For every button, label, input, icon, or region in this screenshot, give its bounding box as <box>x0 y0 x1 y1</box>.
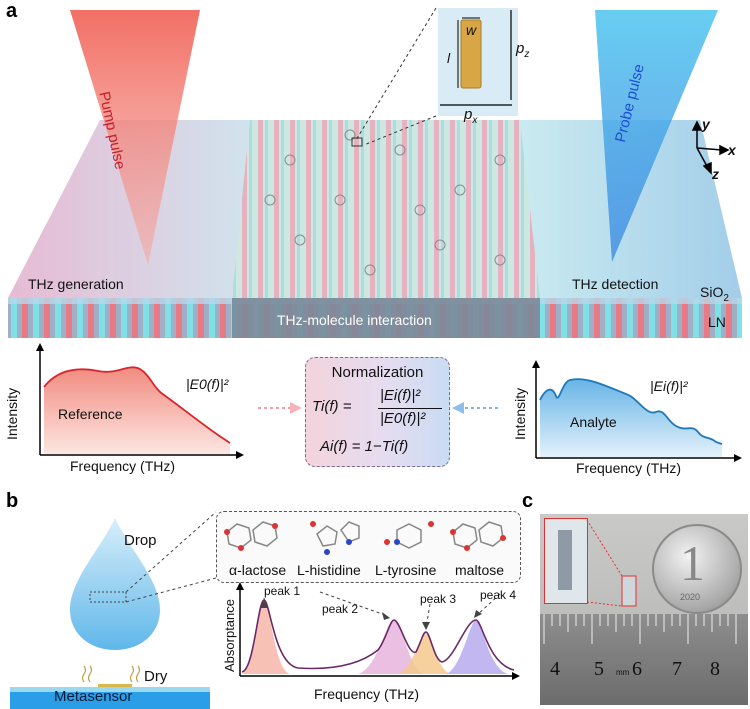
analyte-plot <box>532 360 742 462</box>
t-equation-lhs: Ti(f) = <box>312 398 352 415</box>
ruler-number-4: 4 <box>550 658 560 680</box>
px-main: p <box>464 106 473 123</box>
sio2-main: SiO <box>700 284 724 300</box>
reference-xlabel: Frequency (THz) <box>70 458 176 474</box>
fraction-bar <box>378 408 442 409</box>
interaction-label: THz-molecule interaction <box>277 312 432 328</box>
panel-letter-b: b <box>6 490 19 512</box>
inset-px-label: px <box>464 106 477 126</box>
zoom-lines <box>586 519 637 607</box>
probe-pulse-beam <box>595 10 718 262</box>
ruler-unit: mm <box>616 668 630 677</box>
inset-pz-label: pz <box>516 40 529 60</box>
molecule-structures <box>224 521 506 555</box>
molecule-alpha-lactose: α-lactose <box>229 562 287 578</box>
axis-x-label: x <box>728 142 736 158</box>
sample-photo: 1 2020 4 5 6 7 8 mm <box>540 514 748 705</box>
ruler-ticks <box>543 614 737 644</box>
ruler-number-8: 8 <box>710 658 720 680</box>
ruler-number-7: 7 <box>672 658 682 680</box>
analyte-xlabel: Frequency (THz) <box>576 460 682 476</box>
peak-2-fill <box>358 620 424 674</box>
device-illustration <box>8 7 742 338</box>
pz-sub: z <box>524 49 530 60</box>
coin-numeral: 1 <box>680 535 705 591</box>
axis-y-label: y <box>702 116 710 132</box>
absorptance-xlabel: Frequency (THz) <box>314 686 420 702</box>
a-equation: Ai(f) = 1−Ti(f) <box>320 438 409 455</box>
analyte-formula: |Ei(f)|² <box>650 378 688 394</box>
sio2-sub: 2 <box>723 292 729 304</box>
analyte-curve <box>539 378 723 445</box>
drop-illustration <box>10 511 217 709</box>
dry-label: Dry <box>144 668 168 685</box>
drop-shape <box>70 518 160 650</box>
molecule-l-tyrosine: L-tyrosine <box>375 562 437 578</box>
coordinate-axes <box>691 120 730 175</box>
normalization-title: Normalization <box>331 364 424 381</box>
thz-generation-label: THz generation <box>28 276 124 292</box>
metasensor-label: Metasensor <box>54 688 133 705</box>
reference-curve <box>44 367 230 454</box>
absorptance-ylabel: Absorptance <box>222 599 237 672</box>
peak-4-label: peak 4 <box>480 588 517 602</box>
gold-bar <box>460 19 482 89</box>
molecule-l-histidine: L-histidine <box>297 562 361 578</box>
px-sub: x <box>472 115 478 126</box>
coin <box>652 524 742 614</box>
normalization-box: Normalization Ti(f) = |Ei(f)|² |E0(f)|² … <box>305 357 450 467</box>
thz-detection-label: THz detection <box>572 276 659 292</box>
inset-chip <box>558 530 572 590</box>
t-equation-numerator: |Ei(f)|² <box>380 387 421 404</box>
panel-letter-a: a <box>6 0 18 22</box>
sio2-label: SiO2 <box>700 284 729 304</box>
metasensor-substrate <box>10 692 210 709</box>
molecule-scatter <box>264 129 506 276</box>
dry-vapor <box>81 665 141 683</box>
inset-w-label: w <box>466 22 477 38</box>
metasurface-grating <box>232 120 540 298</box>
pz-main: p <box>516 40 525 57</box>
peak-3-fill <box>398 632 450 674</box>
axis-z-label: z <box>712 166 719 182</box>
interaction-region <box>232 298 540 338</box>
inset-l-label: l <box>447 50 451 66</box>
molecule-box: α-lactose L-histidine L-tyrosine maltose <box>216 511 521 583</box>
absorptance-plot <box>236 582 520 680</box>
peak-1-label: peak 1 <box>264 584 301 598</box>
reference-formula: |E0(f)|² <box>186 376 229 392</box>
molecule-maltose: maltose <box>455 562 505 578</box>
reference-curve-label: Reference <box>58 406 123 422</box>
ln-label: LN <box>708 314 726 330</box>
ruler-number-6: 6 <box>632 658 642 680</box>
peak-1-fill <box>242 600 290 674</box>
panel-letter-c: c <box>522 490 534 512</box>
peak-2-label: peak 2 <box>322 602 359 616</box>
peak-3-label: peak 3 <box>420 592 457 606</box>
absorptance-curve <box>241 599 515 673</box>
ruler-number-5: 5 <box>594 658 604 680</box>
t-equation-denominator: |E0(f)|² <box>380 410 426 427</box>
ruler: 4 5 6 7 8 mm <box>540 614 748 705</box>
peak-4-fill <box>446 620 508 674</box>
reference-plot <box>36 343 244 459</box>
pump-pulse-beam <box>70 10 200 265</box>
flow-arrows <box>258 402 498 414</box>
analyte-curve-label: Analyte <box>570 414 617 430</box>
coin-year: 2020 <box>680 592 701 602</box>
drop-label: Drop <box>124 532 157 549</box>
